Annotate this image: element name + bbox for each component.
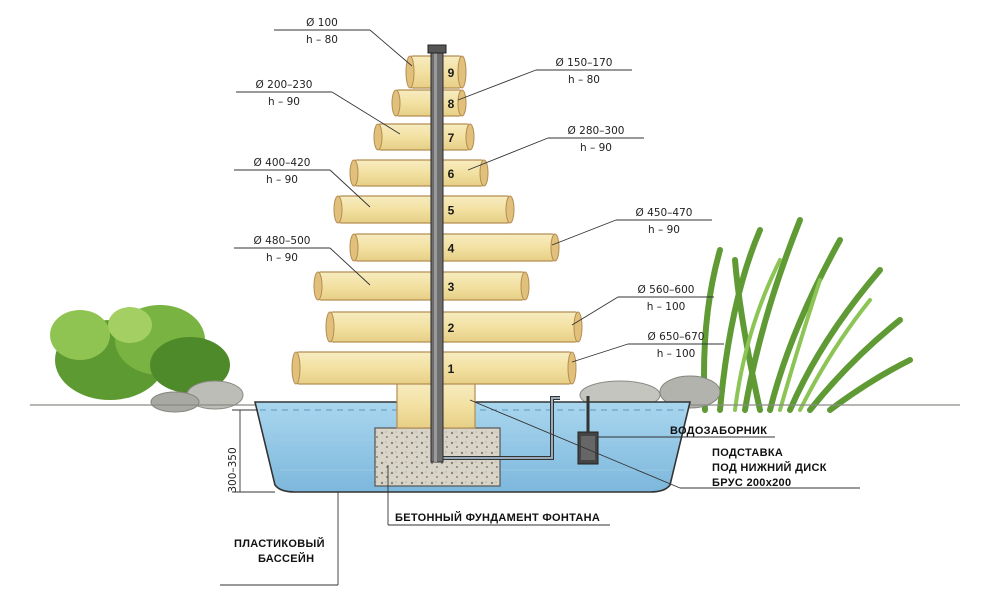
stand-label-line1: ПОДСТАВКА — [712, 447, 783, 459]
disc-body — [317, 271, 526, 301]
leader-line — [551, 219, 617, 246]
disc-number-3: 3 — [448, 280, 455, 294]
central-pipe — [427, 44, 447, 463]
disc-2-diameter: Ø 560–600 — [638, 284, 695, 296]
disc-3-diameter: Ø 480–500 — [254, 235, 311, 247]
disc-5-diameter: Ø 400–420 — [254, 157, 311, 169]
disc-end — [465, 123, 475, 151]
disc-number-8: 8 — [448, 97, 455, 111]
disc-3-height: h – 90 — [266, 252, 298, 264]
disc-8-dimension: Ø 150–170 h – 80 — [457, 57, 632, 101]
stand-label-line2: ПОД НИЖНИЙ ДИСК — [712, 461, 827, 474]
disc-end — [373, 123, 383, 151]
disc-6-height: h – 90 — [580, 142, 612, 154]
disc-end — [457, 89, 467, 117]
disc-7-diameter: Ø 200–230 — [256, 79, 313, 91]
disc-1-height: h – 100 — [657, 348, 696, 360]
depth-dimension: 300–350 — [227, 409, 275, 493]
leader-line — [369, 29, 413, 67]
disc-end — [457, 55, 467, 89]
disc-7 — [373, 123, 475, 151]
water-intake-label: ВОДОЗАБОРНИК — [670, 425, 767, 437]
disc-number-2: 2 — [448, 321, 455, 335]
depth-label: 300–350 — [227, 447, 239, 492]
disc-9-height: h – 80 — [306, 34, 338, 46]
disc-end — [313, 271, 323, 301]
disc-end — [325, 311, 335, 343]
disc-1-dimension: Ø 650–670 h – 100 — [571, 331, 724, 363]
leader-line — [571, 343, 629, 363]
disc-9-dimension: Ø 100 h – 80 — [274, 17, 413, 67]
leader-line — [331, 91, 401, 135]
disc-end — [391, 89, 401, 117]
disc-1-diameter: Ø 650–670 — [648, 331, 705, 343]
disc-end — [505, 195, 515, 224]
disc-number-6: 6 — [448, 167, 455, 181]
disc-2-height: h – 100 — [647, 301, 686, 313]
disc-end — [567, 351, 577, 385]
water-intake-callout: ВОДОЗАБОРНИК — [598, 425, 775, 438]
stand-callout: ПОДСТАВКА ПОД НИЖНИЙ ДИСК БРУС 200х200 — [469, 399, 860, 489]
water-intake-pump — [577, 396, 599, 465]
disc-9-diameter: Ø 100 — [306, 17, 338, 29]
disc-end — [349, 233, 359, 262]
pool-label-line2: БАССЕЙН — [258, 552, 314, 565]
stand-label-line3: БРУС 200х200 — [712, 477, 791, 489]
pool-label-line1: ПЛАСТИКОВЫЙ — [234, 537, 325, 550]
disc-7-dimension: Ø 200–230 h – 90 — [236, 79, 401, 135]
disc-6 — [349, 159, 489, 187]
disc-3 — [313, 271, 530, 301]
leader-line — [457, 69, 537, 101]
disc-2-dimension: Ø 560–600 h – 100 — [571, 284, 714, 326]
disc-end — [479, 159, 489, 187]
disc-6-diameter: Ø 280–300 — [568, 125, 625, 137]
disc-8 — [391, 89, 467, 117]
disc-end — [291, 351, 301, 385]
disc-end — [520, 271, 530, 301]
dimension-labels: Ø 650–670 h – 100 Ø 560–600 h – 100 Ø 480–50… — [234, 17, 724, 363]
disc-body — [353, 233, 556, 262]
disc-5 — [333, 195, 515, 224]
water-pipe — [437, 396, 560, 460]
pool-callout: ПЛАСТИКОВЫЙ БАССЕЙН — [220, 492, 339, 586]
disc-number-9: 9 — [448, 66, 455, 80]
left-bush-illustration — [50, 305, 244, 413]
disc-end — [550, 233, 560, 262]
leader-line — [571, 296, 619, 326]
leader-line — [467, 137, 549, 171]
disc-body — [377, 123, 471, 151]
right-grass-illustration — [579, 217, 913, 413]
disc-body — [337, 195, 511, 224]
disc-3-dimension: Ø 480–500 h – 90 — [234, 235, 371, 286]
disc-6-dimension: Ø 280–300 h – 90 — [467, 125, 644, 171]
disc-4 — [349, 233, 560, 262]
disc-end — [333, 195, 343, 224]
disc-numbers: 1 2 3 4 5 6 7 8 9 — [448, 66, 455, 376]
disc-end — [349, 159, 359, 187]
foundation-callout: БЕТОННЫЙ ФУНДАМЕНТ ФОНТАНА — [387, 465, 610, 526]
disc-4-dimension: Ø 450–470 h – 90 — [551, 207, 712, 246]
disc-end — [573, 311, 583, 343]
leader-line — [329, 247, 371, 286]
disc-number-4: 4 — [448, 242, 455, 256]
disc-4-diameter: Ø 450–470 — [636, 207, 693, 219]
disc-number-5: 5 — [448, 204, 455, 218]
disc-8-height: h – 80 — [568, 74, 600, 86]
disc-4-height: h – 90 — [648, 224, 680, 236]
disc-body — [353, 159, 485, 187]
disc-5-dimension: Ø 400–420 h – 90 — [234, 157, 371, 208]
disc-8-diameter: Ø 150–170 — [556, 57, 613, 69]
foundation-label: БЕТОННЫЙ ФУНДАМЕНТ ФОНТАНА — [395, 511, 600, 524]
disc-5-height: h – 90 — [266, 174, 298, 186]
disc-number-1: 1 — [448, 362, 455, 376]
disc-7-height: h – 90 — [268, 96, 300, 108]
disc-stack — [291, 55, 583, 385]
disc-number-7: 7 — [448, 131, 455, 145]
disc-end — [405, 55, 415, 89]
disc-2 — [325, 311, 583, 343]
leader-line — [329, 169, 371, 208]
